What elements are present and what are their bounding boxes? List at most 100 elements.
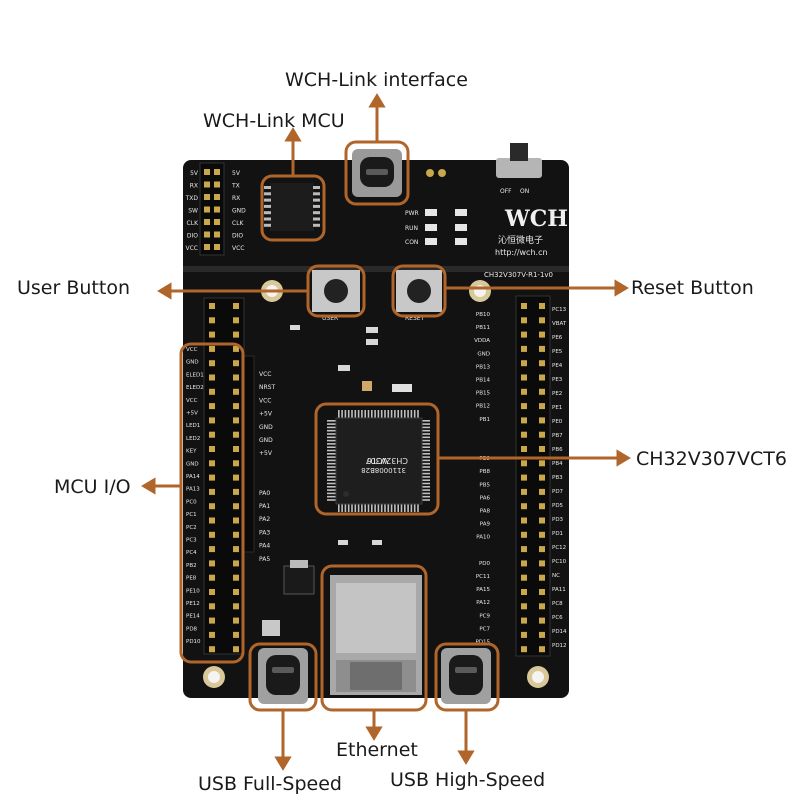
mid-pin-label-2: VCC (259, 397, 271, 404)
left-pin-21-0 (209, 603, 215, 610)
mcu-leg-t-5 (354, 410, 357, 419)
right-inner-label-21: PA15 (476, 587, 490, 593)
right-outer-label-14: PD5 (552, 503, 564, 509)
left-pin-13-1 (233, 488, 239, 495)
right-outer-label-4: PE4 (552, 363, 563, 369)
left-pin-9-1 (233, 431, 239, 438)
left-pin-18-0 (209, 560, 215, 567)
right-pin-17-0 (521, 546, 527, 553)
mcu-leg-b-6 (357, 503, 360, 512)
mcu-leg-b-18 (397, 503, 399, 512)
right-outer-label-0: PC13 (552, 307, 567, 313)
left-pin-6-1 (233, 388, 239, 395)
right-outer-label-5: PE3 (552, 377, 563, 383)
right-pin-9-1 (539, 431, 545, 438)
left-pin-label-1: GND (186, 360, 199, 366)
link-mcu-leg-l-0 (264, 186, 271, 189)
mcu-leg-t-9 (367, 410, 370, 419)
mcu-leg-t-1 (341, 410, 343, 419)
right-pin-3-0 (521, 345, 527, 352)
mcu-leg-r-10 (421, 453, 430, 455)
top-right-label-0: 5V (232, 170, 241, 177)
mcu-leg-b-11 (374, 503, 376, 512)
right-pin-24-0 (521, 646, 527, 653)
left-pin-21-1 (233, 603, 239, 610)
left-pin-label-20: PE12 (186, 601, 200, 607)
wch-logo: WCH (504, 206, 568, 232)
right-pin-14-1 (539, 503, 545, 510)
left-pin-label-5: +5V (186, 411, 198, 417)
left-pin-10-0 (209, 446, 215, 452)
mcu-leg-b-23 (413, 503, 416, 512)
right-outer-label-6: PE2 (552, 391, 562, 397)
link-mcu-leg-l-3 (264, 204, 271, 208)
mcu-leg-r-19 (421, 482, 430, 485)
top-pin-5-0 (204, 231, 210, 238)
right-inner-label-15: PA8 (480, 509, 491, 515)
power-switch (496, 143, 542, 178)
label-wch-link-mcu: WCH-Link MCU (203, 110, 345, 132)
top-pin-6-1 (214, 244, 220, 250)
mcu-leg-l-22 (327, 492, 336, 495)
mcu-leg-l-19 (327, 482, 336, 485)
led-label-con: CON (405, 239, 418, 246)
right-inner-label-5: PB14 (476, 378, 491, 384)
left-pin-23-0 (209, 631, 215, 638)
top-right-label-5: DIO (232, 233, 243, 240)
right-pin-15-0 (521, 517, 527, 524)
left-pin-label-6: LED1 (186, 423, 200, 429)
left-pin-20-1 (233, 589, 239, 595)
right-pin-8-1 (539, 417, 545, 424)
mcu-leg-r-15 (421, 469, 430, 472)
right-pin-13-1 (539, 488, 545, 495)
right-inner-label-7: PB12 (476, 404, 490, 410)
right-inner-label-4: PB13 (476, 364, 491, 370)
left-pin-19-0 (209, 574, 215, 581)
left-pin-3-1 (233, 345, 239, 352)
mcu-leg-l-10 (327, 453, 336, 455)
mcu-leg-r-20 (421, 486, 430, 488)
mcu-leg-b-9 (367, 503, 370, 512)
left-pin-label-17: PB2 (186, 563, 197, 569)
mcu-leg-l-4 (327, 433, 336, 435)
mcu-leg-l-1 (327, 423, 336, 425)
usb-full-speed-connector (258, 648, 308, 704)
right-pin-4-1 (539, 360, 545, 367)
left-pin-10-1 (233, 446, 239, 452)
mcu-leg-t-17 (394, 410, 396, 419)
left-pin-17-0 (209, 546, 215, 553)
left-pin-label-13: PC1 (186, 512, 197, 518)
top-left-label-0: 5V (190, 170, 199, 177)
left-pin-label-22: PD8 (186, 626, 198, 632)
right-inner-label-16: PA9 (480, 522, 491, 528)
left-pin-1-1 (233, 317, 239, 324)
voltage-regulator (283, 560, 315, 595)
mcu-leg-l-18 (327, 479, 336, 481)
mcu-leg-r-0 (421, 420, 430, 422)
right-pin-20-1 (539, 589, 545, 595)
right-pin-21-0 (521, 603, 527, 610)
user-silk: USER (322, 315, 338, 322)
label-user-button: User Button (17, 277, 130, 299)
chip-marking-3: 3110008B28 (361, 466, 406, 474)
left-pin-24-0 (209, 646, 215, 653)
left-pin-label-10: PA14 (186, 474, 200, 480)
right-outer-label-16: PD1 (552, 531, 563, 537)
mid-pin-label-6: +5V (259, 450, 273, 457)
left-pin-7-0 (209, 403, 215, 410)
mcu-leg-t-15 (387, 410, 390, 419)
mcu-leg-l-0 (327, 420, 336, 422)
right-inner-label-1: PB11 (476, 325, 490, 331)
mcu-leg-t-22 (410, 410, 413, 419)
mcu-leg-r-3 (421, 429, 430, 432)
left-pin-label-23: PD10 (186, 639, 201, 645)
mcu-leg-t-23 (413, 410, 416, 419)
box-mcu-io (179, 342, 245, 664)
top-right-label-3: GND (232, 208, 246, 215)
right-outer-label-17: PC12 (552, 545, 566, 551)
left-pin-label-21: PE14 (186, 614, 200, 620)
top-pin-1-1 (214, 181, 220, 188)
right-outer-label-8: PE0 (552, 419, 563, 425)
right-pin-15-1 (539, 517, 545, 524)
top-left-label-6: VCC (186, 245, 198, 252)
